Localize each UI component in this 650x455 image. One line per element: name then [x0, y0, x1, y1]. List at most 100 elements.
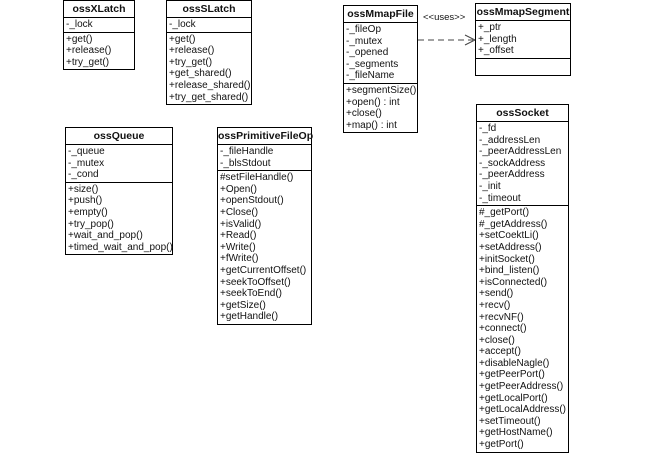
attribute-row: -_sockAddress	[479, 157, 546, 169]
method-row: +seekToEnd()	[220, 288, 282, 300]
method-row: +getLocalAddress()	[479, 404, 566, 416]
method-row: +wait_and_pop()	[68, 230, 143, 242]
method-row: +connect()	[479, 323, 527, 335]
method-row: +seekToOffset()	[220, 276, 291, 288]
attribute-row: -_cond	[68, 169, 99, 181]
attribute-row: +_offset	[478, 45, 514, 57]
attribute-row: -_blsStdout	[220, 157, 271, 169]
attribute-row: -_init	[479, 180, 501, 192]
class-name: ossMmapSegment	[476, 4, 570, 21]
method-row: +Open()	[220, 183, 257, 195]
methods-section: #setFileHandle()+Open()+openStdout()+Clo…	[218, 171, 311, 324]
method-row: +close()	[346, 108, 382, 120]
attribute-row: -_opened	[346, 47, 389, 59]
method-row: #_getPort()	[479, 207, 530, 219]
class-ossXLatch[interactable]: ossXLatch -_lock +get()+release()+try_ge…	[63, 0, 135, 71]
method-row: +Close()	[220, 206, 259, 218]
methods-section: +segmentSize()+open() : int+close()+map(…	[344, 84, 417, 132]
method-row: +size()	[68, 183, 99, 195]
attribute-row: -_segments	[346, 58, 399, 70]
method-row: +getHostName()	[479, 427, 553, 439]
method-row: +bind_listen()	[479, 265, 540, 277]
methods-section	[476, 59, 570, 75]
attribute-row: +_ptr	[478, 22, 502, 33]
method-row: +send()	[479, 288, 514, 300]
attributes-section: -_fd-_addressLen-_peerAddressLen-_sockAd…	[477, 122, 568, 207]
attribute-row: -_fileHandle	[220, 146, 274, 157]
attribute-row: -_peerAddressLen	[479, 146, 562, 158]
method-row: +open() : int	[346, 96, 400, 108]
class-ossMmapFile[interactable]: ossMmapFile -_fileOp-_mutex-_opened-_seg…	[343, 5, 418, 134]
method-row: +push()	[68, 195, 103, 207]
method-row: +map() : int	[346, 119, 397, 131]
method-row: +try_get()	[169, 56, 213, 68]
methods-section: +get()+release()+try_get()+get_shared()+…	[167, 33, 251, 105]
method-row: +setCoektLi()	[479, 230, 539, 242]
method-row: #_getAddress()	[479, 218, 548, 230]
method-row: +Write()	[220, 241, 256, 253]
method-row: +release()	[169, 45, 215, 57]
method-row: +try_get()	[66, 56, 110, 68]
method-row: +recvNF()	[479, 311, 524, 323]
class-ossQueue[interactable]: ossQueue -_queue-_mutex-_cond +size()+pu…	[65, 127, 173, 256]
method-row: +empty()	[68, 206, 108, 218]
class-name: ossXLatch	[64, 1, 134, 18]
attribute-row: -_queue	[68, 146, 105, 157]
method-row: +close()	[479, 334, 515, 346]
methods-section: #_getPort()#_getAddress()+setCoektLi()+s…	[477, 206, 568, 451]
methods-section: +get()+release()+try_get()	[64, 33, 134, 70]
class-name: ossSocket	[477, 105, 568, 122]
method-row: +getPeerPort()	[479, 369, 545, 381]
method-row: +release_shared()	[169, 79, 251, 91]
method-row: +release()	[66, 45, 112, 57]
attributes-section: -_lock	[167, 18, 251, 33]
method-row: +getPort()	[479, 439, 524, 451]
attribute-row: -_lock	[66, 19, 93, 30]
attribute-row: -_lock	[169, 19, 196, 30]
attributes-section: -_queue-_mutex-_cond	[66, 145, 172, 183]
method-row: +isConnected()	[479, 276, 548, 288]
method-row: +isValid()	[220, 218, 262, 230]
attribute-row: -_mutex	[346, 35, 383, 47]
method-row: +fWrite()	[220, 253, 259, 265]
method-row: +disableNagle()	[479, 357, 550, 369]
method-row: +get()	[169, 33, 196, 45]
class-ossPrimitiveFileOp[interactable]: ossPrimitiveFileOp -_fileHandle-_blsStdo…	[217, 127, 313, 325]
attribute-row: -_peerAddress	[479, 169, 545, 181]
attribute-row: -_addressLen	[479, 134, 541, 146]
method-row: +Read()	[220, 230, 257, 242]
attribute-row: -_fileOp	[346, 24, 382, 35]
class-ossMmapSegment[interactable]: ossMmapSegment +_ptr+_length+_offset	[475, 3, 571, 76]
method-row: +initSocket()	[479, 253, 535, 265]
attribute-row: -_mutex	[68, 157, 105, 169]
method-row: +get()	[66, 33, 93, 45]
method-row: +accept()	[479, 346, 521, 358]
method-row: +segmentSize()	[346, 84, 417, 96]
class-name: ossPrimitiveFileOp	[218, 128, 313, 145]
method-row: +setTimeout()	[479, 415, 541, 427]
method-row: +getCurrentOffset()	[220, 264, 307, 276]
method-row: +recv()	[479, 299, 511, 311]
methods-section: +size()+push()+empty()+try_pop()+wait_an…	[66, 183, 173, 255]
method-row: +setAddress()	[479, 241, 542, 253]
attribute-row: -_fileName	[346, 70, 395, 82]
attributes-section: -_fileOp-_mutex-_opened-_segments-_fileN…	[344, 23, 417, 84]
class-name: ossQueue	[66, 128, 172, 145]
attributes-section: -_lock	[64, 18, 134, 33]
method-row: +timed_wait_and_pop()	[68, 241, 173, 253]
class-ossSocket[interactable]: ossSocket -_fd-_addressLen-_peerAddressL…	[476, 104, 569, 453]
class-name: ossSLatch	[167, 1, 251, 18]
method-row: +getLocalPort()	[479, 392, 548, 404]
attributes-section: -_fileHandle-_blsStdout	[218, 145, 311, 172]
method-row: +get_shared()	[169, 68, 232, 80]
attribute-row: -_fd	[479, 123, 497, 134]
method-row: +getSize()	[220, 299, 266, 311]
attribute-row: +_length	[478, 33, 517, 45]
method-row: +try_pop()	[68, 218, 114, 230]
class-ossSLatch[interactable]: ossSLatch -_lock +get()+release()+try_ge…	[166, 0, 252, 106]
method-row: +getHandle()	[220, 311, 279, 323]
method-row: +openStdout()	[220, 195, 284, 207]
method-row: +getPeerAddress()	[479, 381, 564, 393]
attributes-section: +_ptr+_length+_offset	[476, 21, 570, 59]
attribute-row: -_timeout	[479, 192, 521, 204]
